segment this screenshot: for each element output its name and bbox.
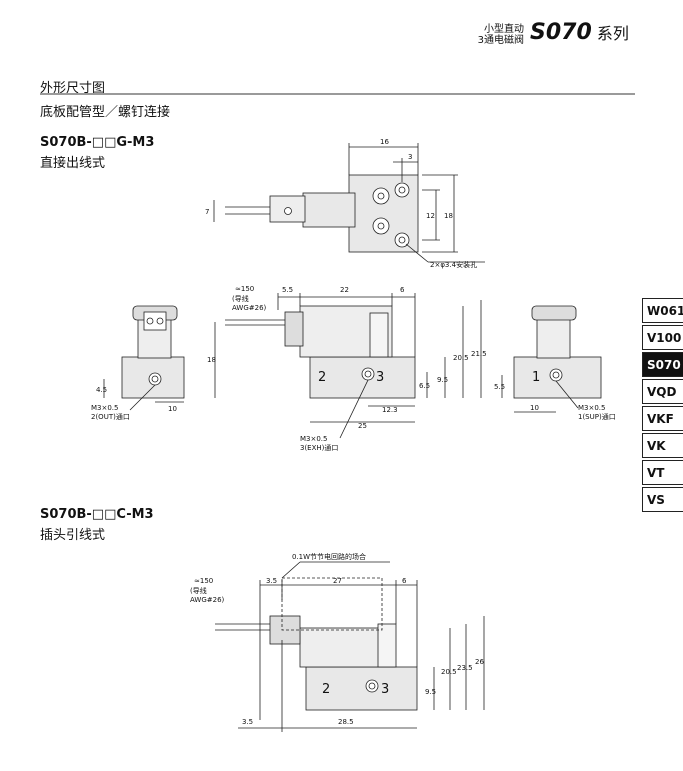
- dim-20-5: 20.5: [453, 354, 469, 362]
- lead-length-2: ≈150: [194, 577, 213, 585]
- out-thread: M3×0.5: [91, 404, 119, 412]
- sup-port-label: 1(SUP)通口: [578, 412, 616, 421]
- front-view-plug-type: [215, 561, 485, 732]
- dim-6-5: 6.5: [419, 382, 430, 390]
- dim-28-5: 28.5: [338, 718, 354, 726]
- tab-s070[interactable]: S070: [642, 352, 683, 377]
- left-end-view: [103, 305, 185, 411]
- port-3-label: 3: [376, 370, 384, 385]
- dim-9-5-2: 9.5: [425, 688, 436, 696]
- tab-vs[interactable]: VS: [642, 487, 683, 512]
- dim-6-2: 6: [402, 577, 407, 585]
- section-divider: [40, 93, 635, 95]
- dim-6: 6: [400, 286, 405, 294]
- out-port-label: 2(OUT)通口: [91, 412, 130, 421]
- dim-5-5: 5.5: [282, 286, 293, 294]
- dim-3-5-bottom: 3.5: [242, 718, 253, 726]
- port-1-label: 1: [532, 370, 540, 385]
- dim-26: 26: [475, 658, 484, 666]
- dim-27: 27: [333, 577, 342, 585]
- dim-22: 22: [340, 286, 349, 294]
- header-line1: 小型直动: [484, 24, 524, 35]
- header-caption: 小型直动 3通电磁阀: [440, 24, 524, 46]
- series-word: 系列: [596, 24, 629, 43]
- wire-label-2b: AWG#26): [190, 596, 225, 604]
- tab-v100[interactable]: V100: [642, 325, 683, 350]
- model-code-1: S070B-□□G-M3: [40, 135, 155, 150]
- tab-vqd[interactable]: VQD: [642, 379, 683, 404]
- series-title: S070 系列: [530, 20, 629, 45]
- series-tab-bar: W061 V100 S070 VQD VKF VK VT VS: [642, 298, 683, 514]
- header-line2: 3通电磁阀: [477, 35, 524, 46]
- dim-20-5-2: 20.5: [441, 668, 457, 676]
- dim-10-right: 10: [530, 404, 539, 412]
- mounting-hole-label: 2×φ3.4安装孔: [430, 260, 477, 269]
- wire-label-1a: (导线: [232, 294, 249, 303]
- power-saving-note: 0.1W节节电回路的场合: [292, 552, 366, 561]
- top-view: [213, 143, 485, 263]
- section-title: 外形尺寸图: [40, 81, 106, 96]
- tab-w061[interactable]: W061: [642, 298, 683, 323]
- dim-12: 12: [426, 212, 435, 220]
- model-code-2: S070B-□□C-M3: [40, 507, 154, 522]
- dim-9-5: 9.5: [437, 376, 448, 384]
- wire-label-1b: AWG#26): [232, 304, 267, 312]
- front-view: [214, 293, 482, 439]
- right-end-view: [501, 305, 602, 413]
- port-2-label-2: 2: [322, 682, 330, 697]
- wire-label-2a: (导线: [190, 586, 207, 595]
- dim-3-5-top: 3.5: [266, 577, 277, 585]
- tab-vk[interactable]: VK: [642, 433, 683, 458]
- tab-vt[interactable]: VT: [642, 460, 683, 485]
- port-2-label: 2: [318, 370, 326, 385]
- dim-16: 16: [380, 138, 389, 146]
- series-code: S070: [530, 20, 592, 45]
- lead-length-1: ≈150: [235, 285, 254, 293]
- sup-thread: M3×0.5: [578, 404, 606, 412]
- exh-port-label: 3(EXH)通口: [300, 443, 338, 452]
- section-subtitle: 底板配管型／螺钉连接: [40, 105, 171, 120]
- dim-25: 25: [358, 422, 367, 430]
- dim-21-5: 21.5: [471, 350, 487, 358]
- dim-18-front: 18: [207, 356, 216, 364]
- dim-4-5: 4.5: [96, 386, 107, 394]
- dim-12-3: 12.3: [382, 406, 398, 414]
- port-3-label-2: 3: [381, 682, 389, 697]
- wiring-type-2: 插头引线式: [40, 528, 106, 543]
- dim-18-top: 18: [444, 212, 453, 220]
- dim-5-5-right: 5.5: [494, 383, 505, 391]
- tab-vkf[interactable]: VKF: [642, 406, 683, 431]
- dim-3: 3: [408, 153, 412, 161]
- dim-10-left: 10: [168, 405, 177, 413]
- exh-thread: M3×0.5: [300, 435, 328, 443]
- dim-23-5: 23.5: [457, 664, 473, 672]
- wiring-type-1: 直接出线式: [40, 156, 106, 171]
- dim-7: 7: [205, 208, 209, 216]
